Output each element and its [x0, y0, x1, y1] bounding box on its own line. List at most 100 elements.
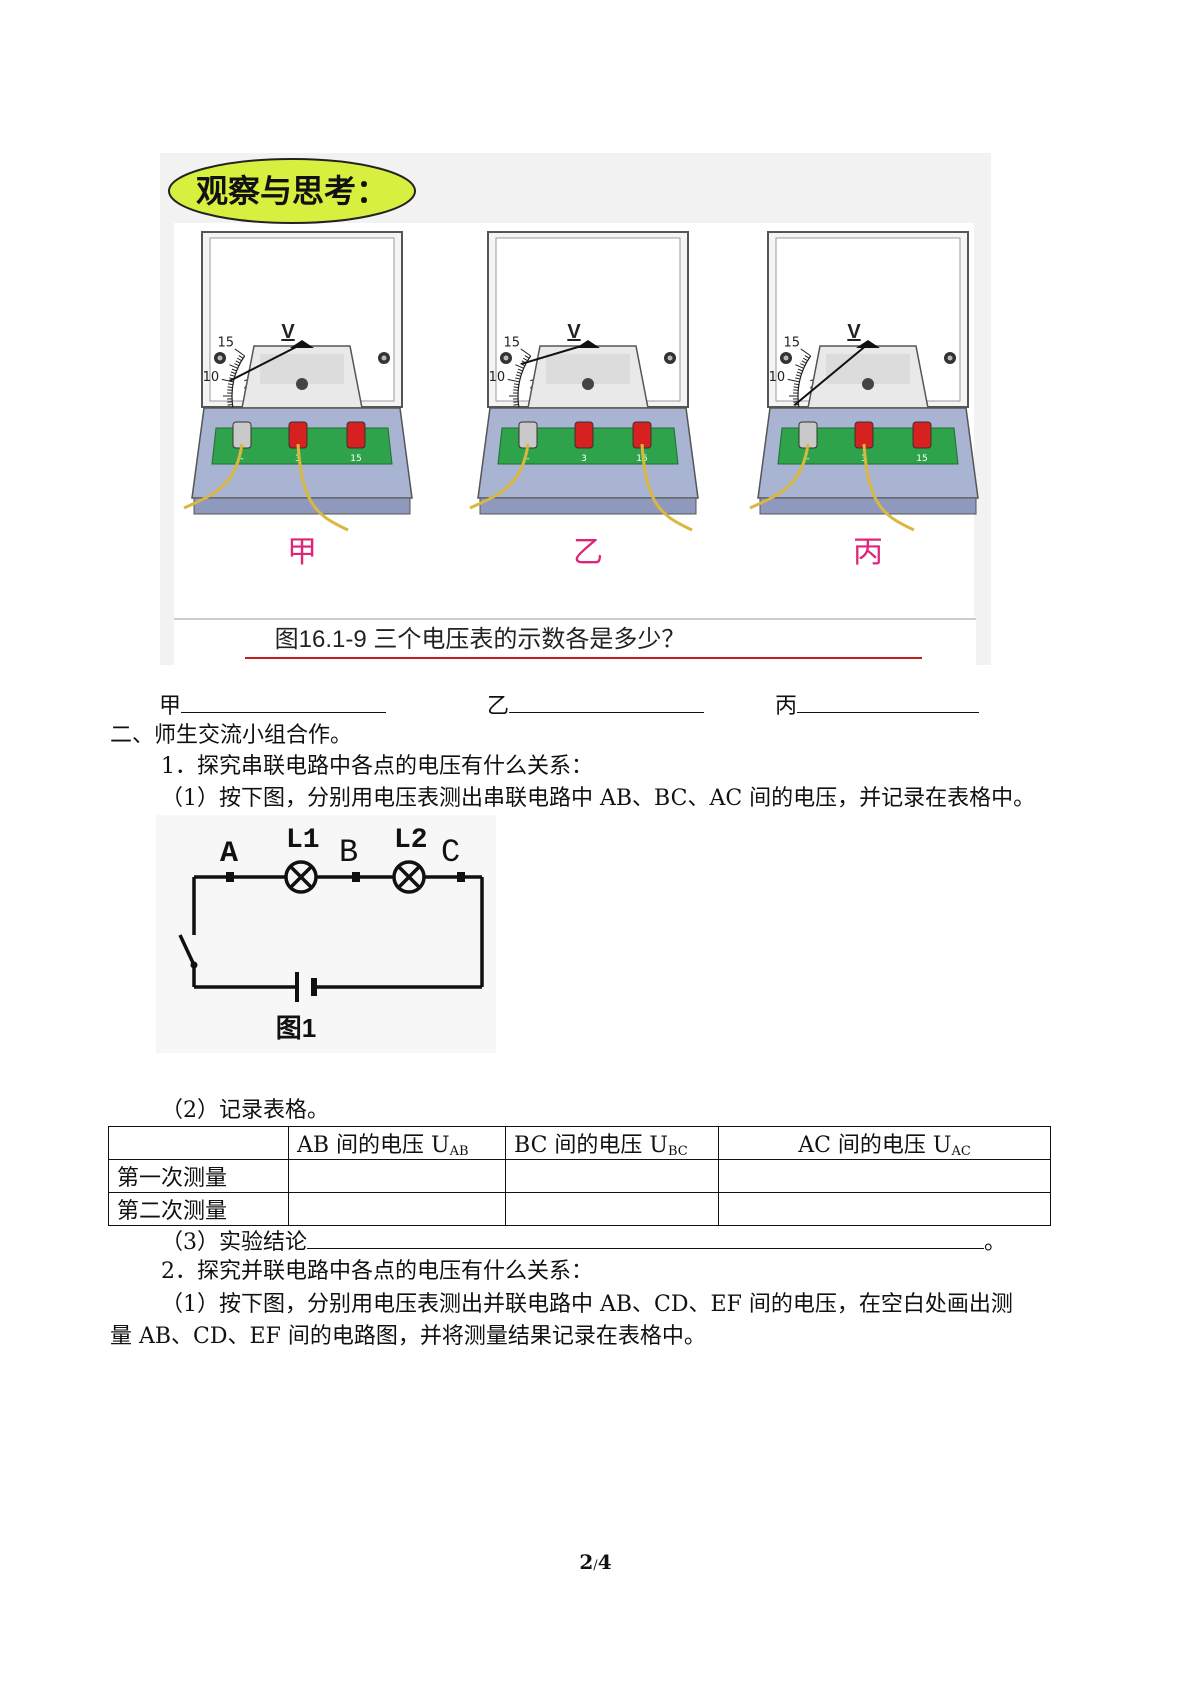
meter-label: 丙 [853, 535, 883, 570]
table-header-ab: AB 间的电压 UAB [288, 1126, 506, 1160]
answer-blank-jia[interactable] [181, 690, 387, 713]
bubble-title: 观察与思考： [196, 173, 388, 209]
scale-label-upper: 10 [769, 370, 786, 385]
scale-tick [235, 360, 241, 364]
terminal-post [574, 421, 594, 449]
scale-label-upper: 15 [504, 336, 521, 351]
table-cell-input[interactable] [288, 1159, 506, 1193]
screw-icon [947, 355, 953, 361]
adjust-screw-icon [296, 378, 308, 390]
page-number: 2/4 [579, 1550, 612, 1574]
terminal-label: 15 [350, 454, 361, 464]
answer-label-jia: 甲 [159, 694, 182, 719]
scale-tick [516, 371, 522, 375]
question-2-title: 2．探究并联电路中各点的电压有什么关系： [161, 1259, 593, 1284]
scale-tick [231, 368, 237, 372]
scale-tick [524, 355, 530, 359]
figure-caption: 图16.1-9 三个电压表的示数各是多少？ [275, 626, 686, 653]
meter-label: 乙 [573, 535, 603, 570]
circuit-label-l2: L2 [394, 825, 428, 856]
screw-icon [381, 355, 387, 361]
table-header-row: AB 间的电压 UAB BC 间的电压 UBC AC 间的电压 UAC [108, 1126, 1051, 1160]
wire [862, 443, 915, 532]
terminal-post [912, 421, 932, 449]
table-cell-input[interactable] [718, 1192, 1051, 1226]
scale-tick [804, 355, 810, 359]
scale-tick [795, 364, 804, 369]
wire [749, 443, 810, 510]
answer-blank-yi[interactable] [509, 690, 705, 713]
table-row: 第一次测量 [108, 1159, 1051, 1193]
scale-tick [787, 378, 800, 383]
circuit-label-l1: L1 [286, 825, 320, 856]
scale-tick [515, 374, 521, 377]
wire [469, 443, 530, 510]
question-1-title: 1．探究串联电路中各点的电压有什么关系： [161, 754, 593, 779]
scale-tick [800, 363, 806, 367]
answer-blank-bing[interactable] [797, 690, 980, 713]
conclusion-end: 。 [984, 1230, 1007, 1255]
table-cell-input[interactable] [718, 1159, 1051, 1193]
terminal-post [346, 421, 366, 449]
table-row-label: 第二次测量 [108, 1192, 289, 1226]
scale-tick [523, 357, 528, 362]
scale-tick [803, 357, 808, 362]
conclusion-blank[interactable] [307, 1226, 984, 1249]
circuit-label-a: A [220, 837, 238, 871]
scale-tick [520, 363, 526, 367]
scale-tick [227, 404, 233, 406]
unit-label: V [281, 321, 295, 343]
screw-icon [783, 355, 789, 361]
scale-tick [513, 383, 520, 386]
table-cell-input[interactable] [288, 1192, 506, 1226]
terminal-label: - [240, 454, 243, 464]
table-header-bc: BC 间的电压 UBC [505, 1126, 719, 1160]
record-table: AB 间的电压 UAB BC 间的电压 UBC AC 间的电压 UAC 第一次测… [108, 1126, 1051, 1226]
wire [183, 443, 244, 510]
answer-label-yi: 乙 [487, 694, 510, 719]
question-1-step-3: （3）实验结论 [161, 1230, 307, 1255]
scale-tick [796, 371, 802, 375]
unit-label: V [567, 321, 581, 343]
scale-tick [221, 378, 234, 383]
scale-tick [513, 404, 519, 406]
terminal-label: 15 [916, 454, 927, 464]
scale-tick [227, 383, 234, 386]
table-cell-input[interactable] [505, 1192, 719, 1226]
scale-tick [229, 374, 235, 377]
needle-pivot [290, 340, 314, 348]
scale-tick [238, 355, 244, 359]
circuit-caption: 图1 [276, 1013, 316, 1043]
adjust-screw-icon [862, 378, 874, 390]
wire [296, 443, 349, 532]
meter-needle [521, 343, 589, 365]
screw-icon [667, 355, 673, 361]
table-cell-input[interactable] [505, 1159, 719, 1193]
screw-icon [503, 355, 509, 361]
scale-label-upper: 10 [203, 370, 220, 385]
table-row-label: 第一次测量 [108, 1159, 289, 1193]
scale-tick [229, 364, 238, 369]
scale-tick [793, 383, 800, 386]
table-header-ac: AC 间的电压 UAC [718, 1126, 1051, 1160]
question-1-step-1: （1）按下图，分别用电压表测出串联电路中 AB、BC、AC 间的电压，并记录在表… [161, 786, 1036, 811]
circuit-label-b: B [339, 834, 358, 871]
scale-tick [515, 364, 524, 369]
scale-tick [801, 360, 807, 364]
scale-tick [520, 348, 531, 357]
unit-label: V [847, 321, 861, 343]
series-circuit-diagram: A L1 B L2 C 图1 [156, 815, 496, 1053]
table-corner-cell [108, 1126, 289, 1160]
scale-tick [793, 386, 799, 388]
meter-label: 甲 [287, 535, 317, 570]
scale-tick [517, 368, 523, 372]
scale-tick [237, 357, 242, 362]
scale-tick [230, 371, 236, 375]
wire [640, 443, 693, 532]
circuit-label-c: C [441, 834, 460, 871]
terminal-label: - [526, 454, 529, 464]
scale-label-upper: 15 [218, 336, 235, 351]
